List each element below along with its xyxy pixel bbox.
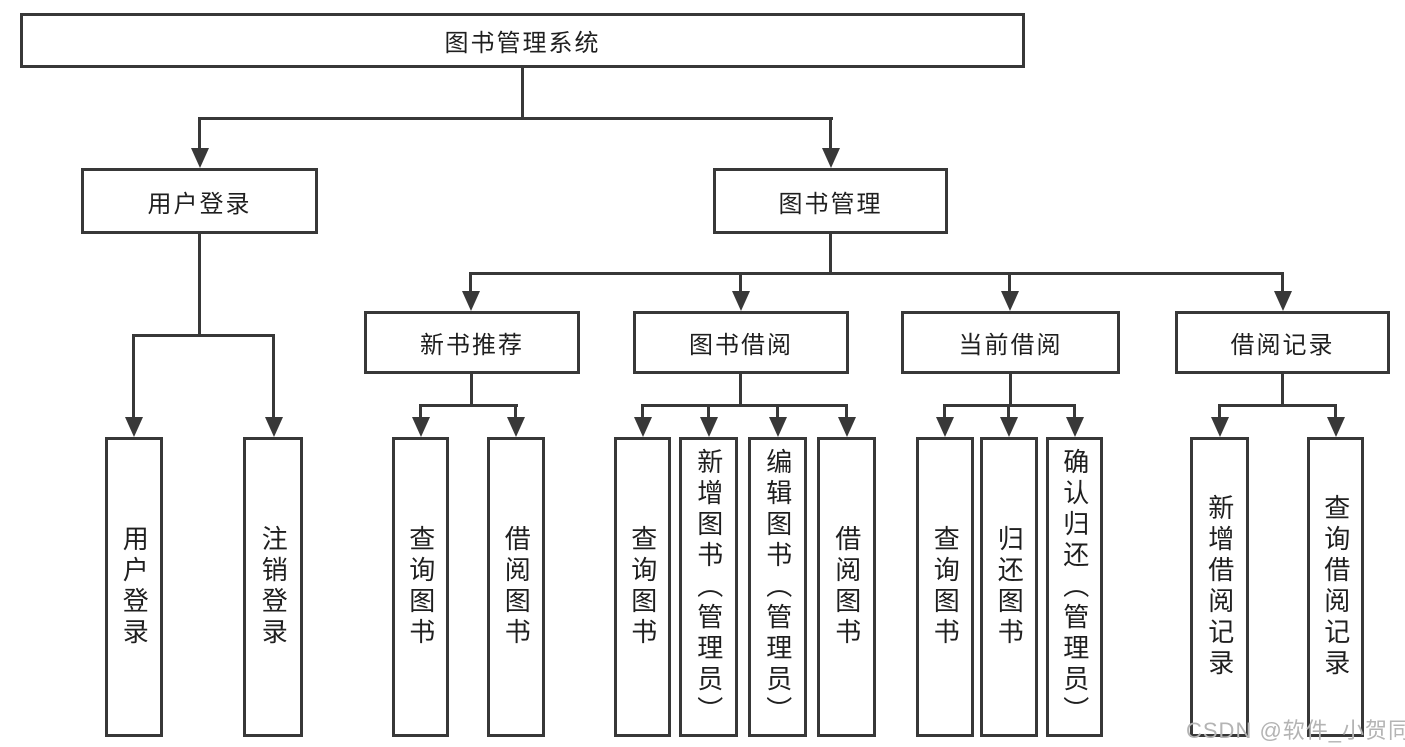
node-leaf-borrow-book-b: 借阅图书 (817, 437, 876, 737)
arrow-down-icon (1210, 417, 1229, 437)
node-leaf-user-login: 用户登录 (105, 437, 163, 737)
arrow-down-icon (633, 417, 652, 437)
connector-line (132, 334, 135, 420)
arrow-down-icon (507, 417, 525, 437)
connector-line (1334, 404, 1337, 420)
connector-line (521, 68, 524, 120)
arrow-down-icon (1065, 417, 1084, 437)
arrow-down-icon (1326, 417, 1345, 437)
arrow-down-icon (837, 417, 856, 437)
node-leaf-query-book-b: 查询图书 (614, 437, 671, 737)
arrow-down-icon (264, 417, 283, 437)
node-current-borrow: 当前借阅 (901, 311, 1120, 374)
node-leaf-add-book: 新增图书（管理员） (679, 437, 738, 737)
node-leaf-return-book: 归还图书 (980, 437, 1038, 737)
connector-line (776, 404, 779, 420)
arrow-down-icon (731, 291, 750, 311)
arrow-down-icon (1000, 291, 1019, 311)
node-book-management: 图书管理 (713, 168, 948, 234)
arrow-down-icon (411, 417, 430, 437)
connector-line (1073, 404, 1076, 420)
arrow-down-icon (1273, 291, 1292, 311)
arrow-down-icon (821, 148, 840, 168)
arrow-down-icon (461, 291, 480, 311)
connector-line (943, 404, 946, 420)
connector-line (198, 117, 201, 150)
connector-line (470, 374, 473, 406)
connector-line (641, 404, 848, 407)
connector-line (419, 404, 422, 420)
connector-line (419, 404, 518, 407)
connector-line (641, 404, 644, 420)
node-user-login: 用户登录 (81, 168, 318, 234)
arrow-down-icon (1000, 417, 1018, 437)
connector-line (739, 374, 742, 406)
connector-line (132, 334, 274, 337)
connector-line (1218, 404, 1221, 420)
node-leaf-query-borrow-record: 查询借阅记录 (1307, 437, 1364, 737)
connector-line (514, 404, 517, 420)
connector-line (1009, 374, 1012, 406)
node-leaf-edit-book: 编辑图书（管理员） (748, 437, 807, 737)
arrow-down-icon (699, 417, 718, 437)
connector-line (1007, 404, 1010, 420)
node-leaf-add-borrow-record: 新增借阅记录 (1190, 437, 1249, 737)
node-borrow-records: 借阅记录 (1175, 311, 1390, 374)
node-book-borrow: 图书借阅 (633, 311, 849, 374)
connector-line (198, 117, 833, 120)
node-leaf-confirm-return: 确认归还（管理员） (1046, 437, 1103, 737)
node-leaf-logout: 注销登录 (243, 437, 303, 737)
connector-line (829, 234, 832, 275)
connector-line (469, 272, 1284, 275)
node-root: 图书管理系统 (20, 13, 1025, 68)
csdn-watermark: CSDN @软件_小贺同学 (1186, 718, 1405, 743)
connector-line (1281, 272, 1284, 294)
node-new-book-recommend: 新书推荐 (364, 311, 580, 374)
connector-line (198, 234, 201, 336)
connector-line (272, 334, 275, 420)
node-leaf-query-book-c: 查询图书 (916, 437, 974, 737)
connector-line (1218, 404, 1337, 407)
connector-line (845, 404, 848, 420)
connector-line (829, 117, 832, 150)
arrow-down-icon (936, 417, 954, 437)
connector-line (469, 272, 472, 294)
connector-line (739, 272, 742, 294)
connector-line (1281, 374, 1284, 406)
node-leaf-borrow-book-a: 借阅图书 (487, 437, 545, 737)
arrow-down-icon (124, 417, 143, 437)
arrow-down-icon (768, 417, 787, 437)
connector-line (1008, 272, 1011, 294)
node-leaf-query-book-a: 查询图书 (392, 437, 449, 737)
connector-line (707, 404, 710, 420)
arrow-down-icon (190, 148, 209, 168)
